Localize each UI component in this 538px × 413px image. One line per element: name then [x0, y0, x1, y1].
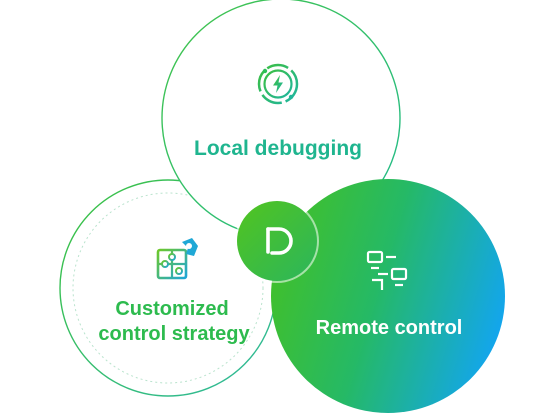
- customized-label-line-2: control strategy: [98, 323, 250, 345]
- devices-connection-icon: [366, 250, 408, 290]
- remote-control-label: Remote control: [316, 317, 463, 339]
- hub-logo: [235, 199, 319, 283]
- lightning-power-icon: [257, 63, 299, 105]
- d-letter-logo-icon: [266, 227, 293, 255]
- local-debugging-label: Local debugging: [194, 137, 362, 160]
- remote-control-circle: [271, 179, 505, 413]
- customized-label-line-1: Customized: [115, 298, 228, 320]
- puzzle-icon: [156, 238, 198, 280]
